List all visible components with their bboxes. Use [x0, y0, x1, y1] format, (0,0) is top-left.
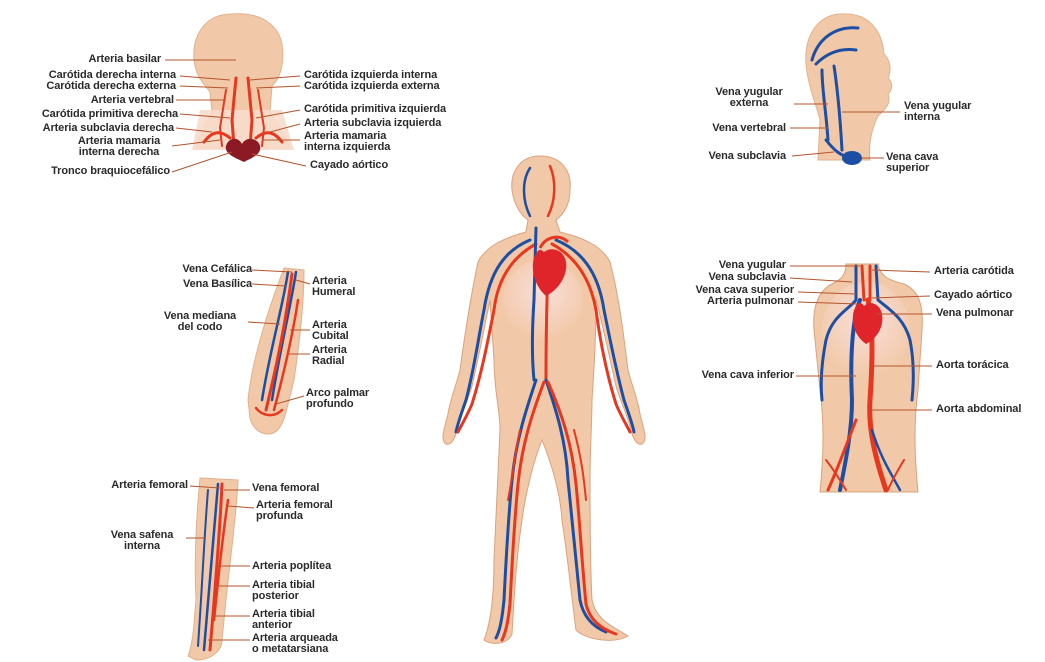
- label-arteria-arqueada-metatarsiana: Arteria arqueada o metatarsiana: [252, 633, 338, 655]
- label-vena-vertebral: Vena vertebral: [712, 123, 786, 134]
- label-cayado-aortico-head: Cayado aórtico: [310, 160, 388, 171]
- label-vena-safena-interna: Vena safena interna: [100, 530, 184, 552]
- head-side-silhouette: [806, 14, 892, 160]
- label-arteria-mamaria-interna-derecha: Arteria mamaria interna derecha: [66, 136, 172, 158]
- label-arteria-humeral: Arteria Humeral: [312, 276, 355, 298]
- leg-figure: [186, 478, 254, 660]
- label-arteria-subclavia-derecha: Arteria subclavia derecha: [43, 123, 174, 134]
- label-vena-yugular-interna: Vena yugular interna: [904, 101, 971, 123]
- label-cayado-aortico-torso: Cayado aórtico: [934, 290, 1012, 301]
- label-vena-yugular-torso: Vena yugular: [719, 260, 786, 271]
- label-arteria-femoral-profunda: Arteria femoral profunda: [256, 500, 333, 522]
- label-arteria-radial: Arteria Radial: [312, 345, 347, 367]
- label-carotida-derecha-externa: Carótida derecha externa: [46, 81, 176, 92]
- body-figure: [443, 156, 645, 643]
- label-arteria-basilar: Arteria basilar: [89, 54, 161, 65]
- label-arteria-cubital: Arteria Cubital: [312, 320, 349, 342]
- label-tronco-braquiocefalico: Tronco braquiocefálico: [51, 166, 170, 177]
- label-arteria-poplitea: Arteria poplítea: [252, 561, 331, 572]
- label-carotida-primitiva-izquierda: Carótida primitiva izquierda: [304, 104, 446, 115]
- head-veins-figure: [790, 14, 900, 165]
- label-carotida-primitiva-derecha: Carótida primitiva derecha: [42, 109, 178, 120]
- label-vena-cava-superior-head: Vena cava superior: [886, 152, 938, 174]
- label-vena-subclavia-torso: Vena subclavia: [709, 272, 786, 283]
- leg-silhouette: [188, 478, 238, 660]
- label-arco-palmar-profundo: Arco palmar profundo: [306, 388, 369, 410]
- label-vena-subclavia-head: Vena subclavia: [709, 151, 786, 162]
- torso-figure: [790, 264, 932, 492]
- label-arteria-mamaria-interna-izquierda: Arteria mamaria interna izquierda: [304, 131, 390, 153]
- label-vena-mediana-del-codo: Vena mediana del codo: [150, 311, 250, 333]
- vena-cava-superior-blob: [842, 151, 862, 165]
- label-arteria-femoral: Arteria femoral: [111, 480, 188, 491]
- label-vena-femoral: Vena femoral: [252, 483, 319, 494]
- label-arteria-vertebral: Arteria vertebral: [91, 95, 174, 106]
- label-aorta-abdominal: Aorta abdominal: [936, 404, 1021, 415]
- label-vena-yugular-externa: Vena yugular externa: [700, 87, 798, 109]
- arm-figure: [248, 268, 310, 434]
- label-carotida-izquierda-externa: Carótida izquierda externa: [304, 81, 440, 92]
- label-vena-cava-inferior: Vena cava inferior: [702, 370, 794, 381]
- head-arteries-figure: [165, 14, 306, 172]
- label-arteria-carotida: Arteria carótida: [934, 266, 1014, 277]
- label-aorta-toracica: Aorta torácica: [936, 360, 1009, 371]
- label-arteria-pulmonar: Arteria pulmonar: [707, 296, 794, 307]
- label-vena-cefalica: Vena Cefálica: [182, 264, 252, 275]
- label-vena-basilica: Vena Basílica: [183, 279, 252, 290]
- label-arteria-tibial-anterior: Arteria tibial anterior: [252, 609, 315, 631]
- label-arteria-subclavia-izquierda: Arteria subclavia izquierda: [304, 118, 441, 129]
- label-vena-pulmonar: Vena pulmonar: [936, 308, 1014, 319]
- label-arteria-tibial-posterior: Arteria tibial posterior: [252, 580, 315, 602]
